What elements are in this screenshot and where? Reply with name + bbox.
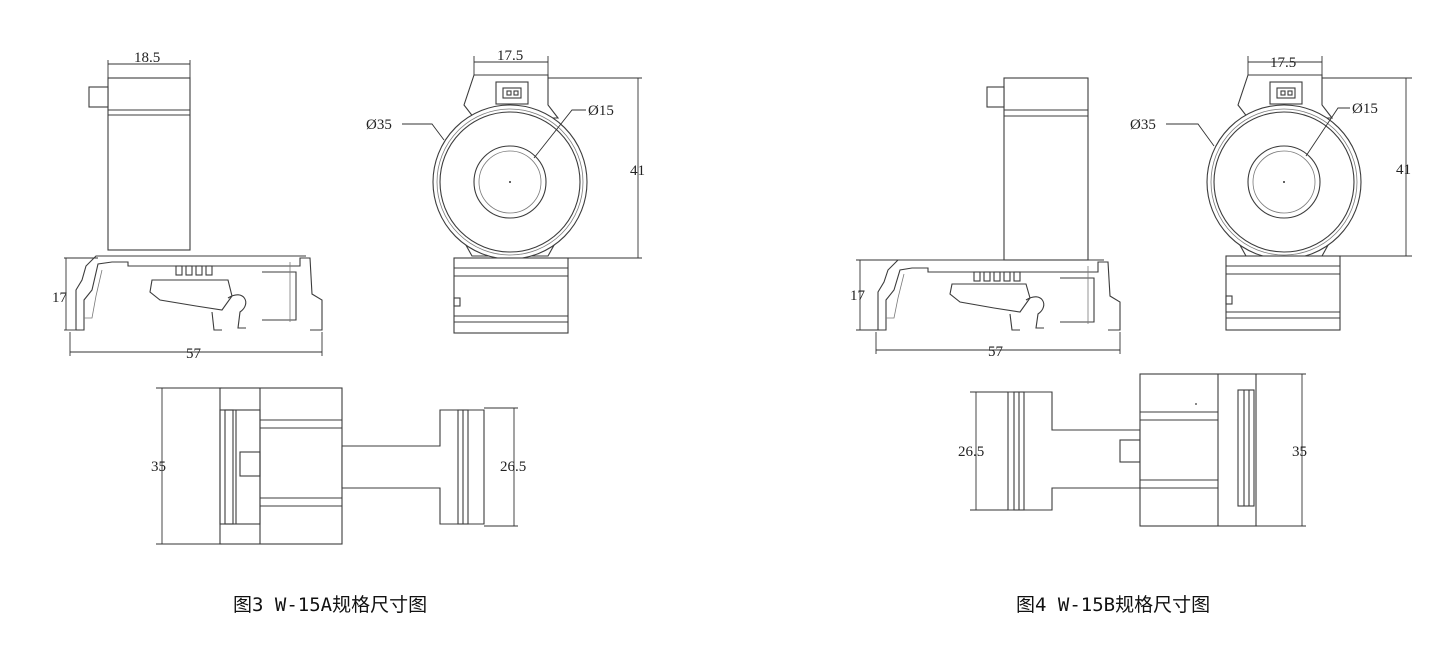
fig3-dim-depth: 35 — [151, 387, 222, 545]
fig4-dim-base-width: 57 — [875, 332, 1121, 360]
figure-3: 18.5 17 57 — [52, 48, 645, 545]
fig4-dim-depth: 35 — [1256, 373, 1307, 527]
figure-4-caption: 图4 W-15B规格尺寸图 — [1016, 594, 1211, 616]
fig3-dim-width-top: 18.5 — [107, 50, 191, 78]
fig3-dim-35-label: 35 — [151, 459, 166, 475]
fig4-dim-rail-height: 17 — [850, 259, 900, 331]
fig4-inner-dia-label: Ø15 — [1352, 101, 1378, 117]
fig3-front-view — [432, 74, 588, 334]
fig3-dim-outer-dia: Ø35 — [366, 117, 445, 141]
fig3-dim-26-5-label: 26.5 — [500, 459, 526, 475]
fig3-dim-rail-height: 17 — [52, 257, 98, 331]
fig3-outer-dia-label: Ø35 — [366, 117, 392, 133]
fig3-dim-module-width: 26.5 — [484, 407, 526, 527]
fig3-dim-57-label: 57 — [186, 346, 202, 362]
fig3-dim-17-5-label: 17.5 — [497, 48, 523, 64]
fig4-dim-26-5-label: 26.5 — [958, 444, 984, 460]
fig3-dim-head-width: 17.5 — [473, 48, 549, 75]
fig4-dim-module-width: 26.5 — [958, 391, 1008, 511]
fig4-dim-height: 41 — [1322, 77, 1412, 257]
fig3-dim-17-label: 17 — [52, 290, 68, 306]
fig4-dim-57-label: 57 — [988, 344, 1004, 360]
fig4-dim-head-width: 17.5 — [1247, 55, 1323, 75]
fig4-top-view — [1007, 373, 1257, 527]
fig3-dim-41-label: 41 — [630, 163, 645, 179]
figure-3-caption: 图3 W-15A规格尺寸图 — [233, 594, 428, 616]
fig4-front-view — [1206, 74, 1362, 331]
fig3-top-view — [219, 387, 485, 545]
fig4-dim-17-5-label: 17.5 — [1270, 55, 1296, 71]
fig4-outer-dia-label: Ø35 — [1130, 117, 1156, 133]
fig4-dim-41-label: 41 — [1396, 162, 1411, 178]
fig4-dim-35-label: 35 — [1292, 444, 1307, 460]
fig3-side-view — [75, 77, 323, 331]
fig3-dim-base-width: 57 — [69, 332, 323, 362]
fig4-dim-inner-dia: Ø15 — [1305, 101, 1378, 157]
fig3-dim-height: 41 — [548, 77, 645, 259]
fig3-dim-18-5-label: 18.5 — [134, 50, 160, 66]
fig4-dim-outer-dia: Ø35 — [1130, 117, 1215, 147]
fig4-dim-17-label: 17 — [850, 288, 866, 304]
fig4-side-view — [877, 77, 1121, 331]
fig3-dim-inner-dia: Ø15 — [533, 103, 614, 159]
figure-4: 17 57 — [850, 55, 1412, 527]
fig3-inner-dia-label: Ø15 — [588, 103, 614, 119]
